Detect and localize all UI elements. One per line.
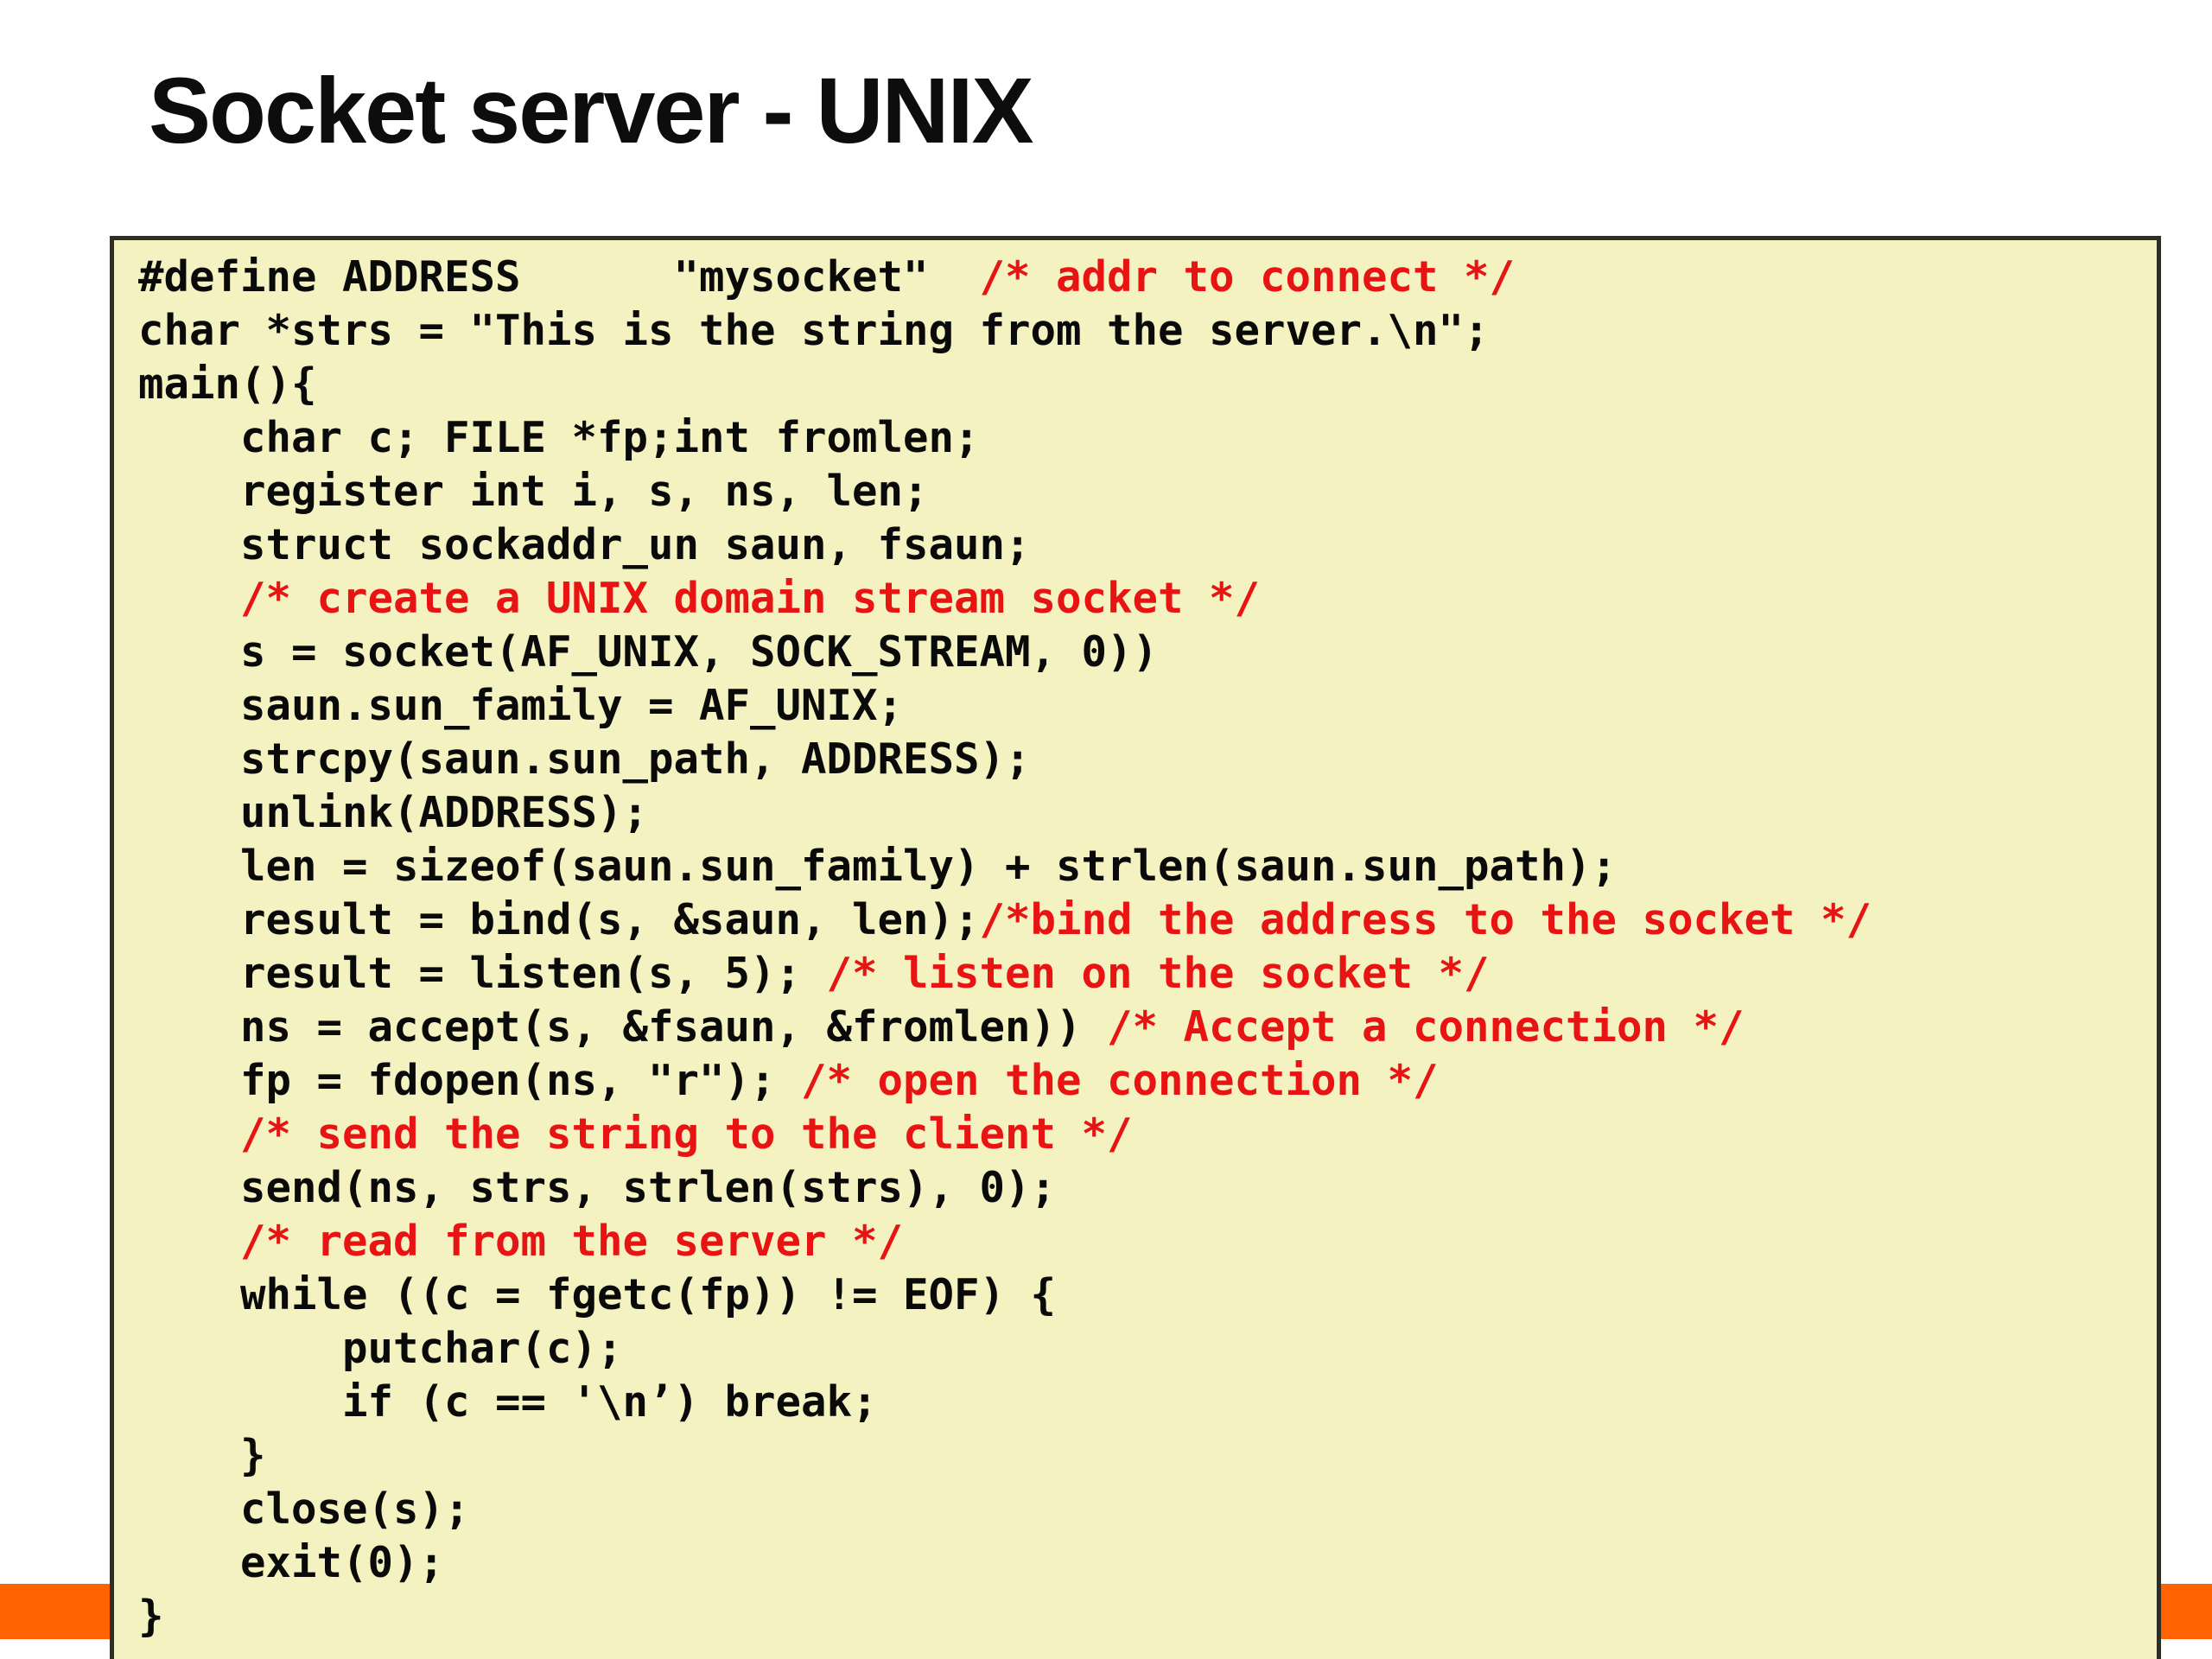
code-text-segment: send(ns, strs, strlen(strs), 0); bbox=[138, 1163, 1057, 1212]
code-line: len = sizeof(saun.sun_family) + strlen(s… bbox=[138, 840, 2148, 893]
code-line: } bbox=[138, 1429, 2148, 1483]
code-line: saun.sun_family = AF_UNIX; bbox=[138, 679, 2148, 733]
code-text-segment: struct sockaddr_un saun, fsaun; bbox=[138, 520, 1031, 569]
code-comment-segment: /*bind the address to the socket */ bbox=[979, 895, 1872, 944]
code-line: result = bind(s, &saun, len);/*bind the … bbox=[138, 893, 2148, 947]
code-text-segment: fp = fdopen(ns, "r"); bbox=[138, 1056, 802, 1105]
code-text-segment: saun.sun_family = AF_UNIX; bbox=[138, 681, 904, 730]
code-comment-segment: /* send the string to the client */ bbox=[240, 1109, 1133, 1159]
code-line: if (c == '\n’) break; bbox=[138, 1376, 2148, 1429]
code-comment-segment: /* create a UNIX domain stream socket */ bbox=[240, 574, 1261, 623]
code-line: register int i, s, ns, len; bbox=[138, 465, 2148, 518]
code-text-segment bbox=[138, 1217, 240, 1266]
code-line: #define ADDRESS "mysocket" /* addr to co… bbox=[138, 251, 2148, 304]
code-text-segment: while ((c = fgetc(fp)) != EOF) { bbox=[138, 1270, 1057, 1319]
code-text-segment bbox=[138, 574, 240, 623]
code-line: } bbox=[138, 1590, 2148, 1643]
code-text-segment: register int i, s, ns, len; bbox=[138, 467, 929, 516]
code-text-segment: exit(0); bbox=[138, 1538, 445, 1587]
code-line: while ((c = fgetc(fp)) != EOF) { bbox=[138, 1268, 2148, 1322]
code-line: ns = accept(s, &fsaun, &fromlen)) /* Acc… bbox=[138, 1001, 2148, 1054]
code-text-segment: ns = accept(s, &fsaun, &fromlen)) bbox=[138, 1002, 1108, 1052]
code-line: main(){ bbox=[138, 358, 2148, 411]
code-text-segment: close(s); bbox=[138, 1484, 470, 1534]
code-line: /* read from the server */ bbox=[138, 1215, 2148, 1268]
code-line: exit(0); bbox=[138, 1536, 2148, 1590]
code-text-segment: main(){ bbox=[138, 359, 317, 409]
slide-title: Socket server - UNIX bbox=[149, 58, 1033, 162]
code-block: #define ADDRESS "mysocket" /* addr to co… bbox=[138, 251, 2148, 1643]
code-line: result = listen(s, 5); /* listen on the … bbox=[138, 947, 2148, 1001]
code-text-segment: } bbox=[138, 1431, 266, 1480]
code-line: /* create a UNIX domain stream socket */ bbox=[138, 572, 2148, 626]
code-comment-segment: /* listen on the socket */ bbox=[826, 949, 1490, 998]
code-text-segment: char c; FILE *fp;int fromlen; bbox=[138, 413, 980, 462]
code-line: send(ns, strs, strlen(strs), 0); bbox=[138, 1161, 2148, 1215]
code-text-segment: putchar(c); bbox=[138, 1324, 623, 1373]
code-text-segment bbox=[138, 1109, 240, 1159]
code-text-segment: if (c == '\n’) break; bbox=[138, 1377, 878, 1427]
code-text-segment: s = socket(AF_UNIX, SOCK_STREAM, 0)) bbox=[138, 627, 1159, 677]
code-line: s = socket(AF_UNIX, SOCK_STREAM, 0)) bbox=[138, 626, 2148, 679]
code-line: putchar(c); bbox=[138, 1322, 2148, 1376]
code-line: char c; FILE *fp;int fromlen; bbox=[138, 411, 2148, 465]
code-comment-segment: /* addr to connect */ bbox=[979, 252, 1516, 302]
code-text-segment: } bbox=[138, 1592, 164, 1641]
code-line: unlink(ADDRESS); bbox=[138, 786, 2148, 840]
code-text-segment: char *strs = "This is the string from th… bbox=[138, 306, 1490, 355]
code-text-segment: strcpy(saun.sun_path, ADDRESS); bbox=[138, 734, 1031, 784]
code-text-segment: result = bind(s, &saun, len); bbox=[138, 895, 980, 944]
code-text-segment: unlink(ADDRESS); bbox=[138, 788, 649, 837]
code-comment-segment: /* Accept a connection */ bbox=[1107, 1002, 1745, 1052]
code-line: struct sockaddr_un saun, fsaun; bbox=[138, 518, 2148, 572]
code-comment-segment: /* open the connection */ bbox=[801, 1056, 1439, 1105]
code-line: fp = fdopen(ns, "r"); /* open the connec… bbox=[138, 1054, 2148, 1108]
code-line: strcpy(saun.sun_path, ADDRESS); bbox=[138, 733, 2148, 786]
code-line: char *strs = "This is the string from th… bbox=[138, 304, 2148, 358]
code-box: #define ADDRESS "mysocket" /* addr to co… bbox=[110, 236, 2161, 1659]
code-text-segment: len = sizeof(saun.sun_family) + strlen(s… bbox=[138, 842, 1618, 891]
code-text-segment: #define ADDRESS "mysocket" bbox=[138, 252, 980, 302]
code-line: close(s); bbox=[138, 1483, 2148, 1536]
code-comment-segment: /* read from the server */ bbox=[240, 1217, 904, 1266]
code-text-segment: result = listen(s, 5); bbox=[138, 949, 827, 998]
code-line: /* send the string to the client */ bbox=[138, 1108, 2148, 1161]
